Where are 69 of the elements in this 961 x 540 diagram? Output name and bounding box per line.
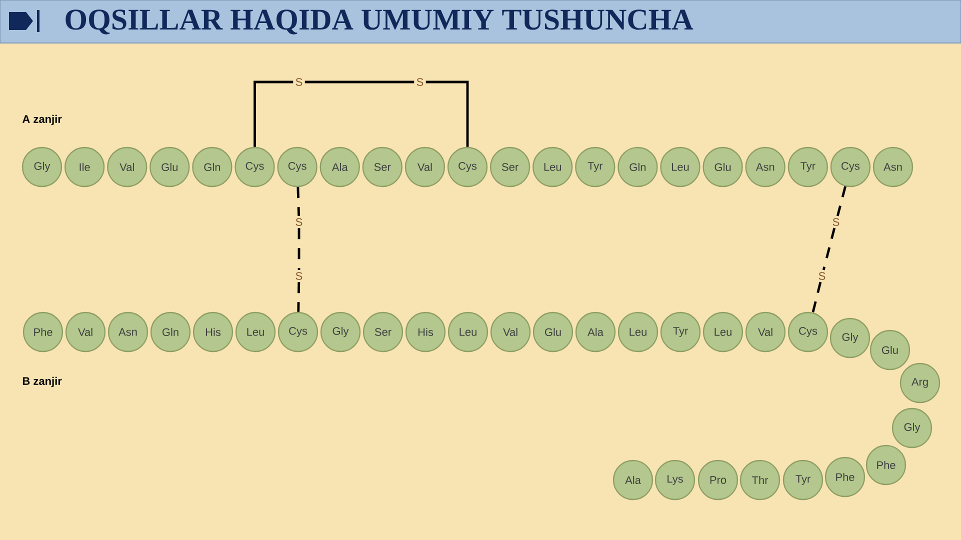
amino-acid-bead: Cys (830, 146, 871, 188)
amino-acid-bead: Phe (824, 456, 866, 498)
amino-acid-bead: His (192, 312, 234, 352)
amino-acid-bead: Val (745, 312, 786, 352)
sulfur-label: S (293, 76, 305, 88)
amino-acid-bead: Gly (830, 318, 870, 358)
amino-acid-bead: Tyr (575, 146, 616, 188)
amino-acid-bead: Arg (900, 362, 940, 404)
amino-acid-bead: Thr (740, 460, 780, 500)
disulfide-bond (836, 186, 846, 216)
amino-acid-bead: Asn (872, 146, 914, 188)
amino-acid-bead: Cys (788, 312, 828, 352)
amino-acid-bead: Val (65, 312, 106, 352)
disulfide-bond (297, 282, 300, 312)
amino-acid-bead: Ala (612, 460, 654, 500)
amino-acid-bead: Cys (278, 312, 318, 352)
amino-acid-bead: Leu (660, 146, 700, 188)
disulfide-bond (822, 228, 836, 270)
amino-acid-bead: Tyr (660, 312, 701, 352)
amino-acid-bead: Gln (192, 146, 232, 188)
amino-acid-bead: Glu (150, 146, 190, 188)
sulfur-label: S (816, 270, 828, 282)
amino-acid-bead: Cys (447, 146, 488, 188)
amino-acid-bead: Val (107, 146, 148, 188)
amino-acid-bead: Gln (150, 312, 191, 352)
amino-acid-bead: Gln (618, 146, 658, 188)
amino-acid-bead: Gly (22, 146, 62, 188)
amino-acid-bead: Glu (870, 330, 910, 370)
amino-acid-bead: Lys (654, 460, 696, 500)
amino-acid-bead: Glu (702, 146, 743, 188)
amino-acid-bead: Ala (575, 312, 616, 352)
amino-acid-bead: Leu (532, 146, 573, 188)
sulfur-label: S (830, 216, 842, 228)
chain-label: A zanjir (22, 114, 62, 126)
amino-acid-bead: Ala (320, 146, 360, 188)
amino-acid-bead: Cys (234, 146, 275, 188)
sulfur-label: S (293, 270, 305, 282)
amino-acid-bead: Phe (22, 312, 64, 352)
disulfide-bond (304, 80, 414, 84)
disulfide-bond (254, 80, 294, 147)
amino-acid-bead: Gly (892, 408, 932, 448)
amino-acid-bead: Leu (448, 312, 488, 352)
amino-acid-bead: Ile (64, 146, 105, 188)
amino-acid-bead: Asn (745, 146, 786, 188)
amino-acid-bead: Cys (277, 146, 318, 188)
amino-acid-bead: His (405, 312, 446, 352)
amino-acid-bead: Val (404, 146, 446, 188)
sulfur-label: S (293, 216, 305, 228)
amino-acid-bead: Ser (362, 146, 402, 188)
amino-acid-bead: Pro (698, 460, 738, 500)
amino-acid-bead: Gly (320, 312, 361, 352)
amino-acid-bead: Val (490, 312, 531, 352)
amino-acid-bead: Ser (490, 146, 530, 188)
disulfide-bond (812, 282, 822, 313)
amino-acid-bead: Tyr (788, 146, 828, 188)
amino-acid-bead: Leu (702, 312, 744, 352)
disulfide-bond (296, 187, 300, 216)
amino-acid-bead: Phe (866, 444, 906, 486)
amino-acid-bead: Asn (108, 312, 148, 352)
title: OQSILLAR HAQIDA UMUMIY TUSHUNCHA (66, 10, 694, 34)
amino-acid-bead: Glu (532, 312, 574, 352)
amino-acid-bead: Tyr (782, 460, 824, 500)
amino-acid-bead: Leu (618, 312, 658, 352)
sulfur-label: S (414, 76, 426, 88)
disulfide-bond (426, 80, 469, 147)
disulfide-bond (298, 228, 300, 270)
chain-label: B zanjir (22, 376, 62, 388)
amino-acid-bead: Leu (235, 312, 276, 352)
amino-acid-bead: Ser (362, 312, 404, 352)
